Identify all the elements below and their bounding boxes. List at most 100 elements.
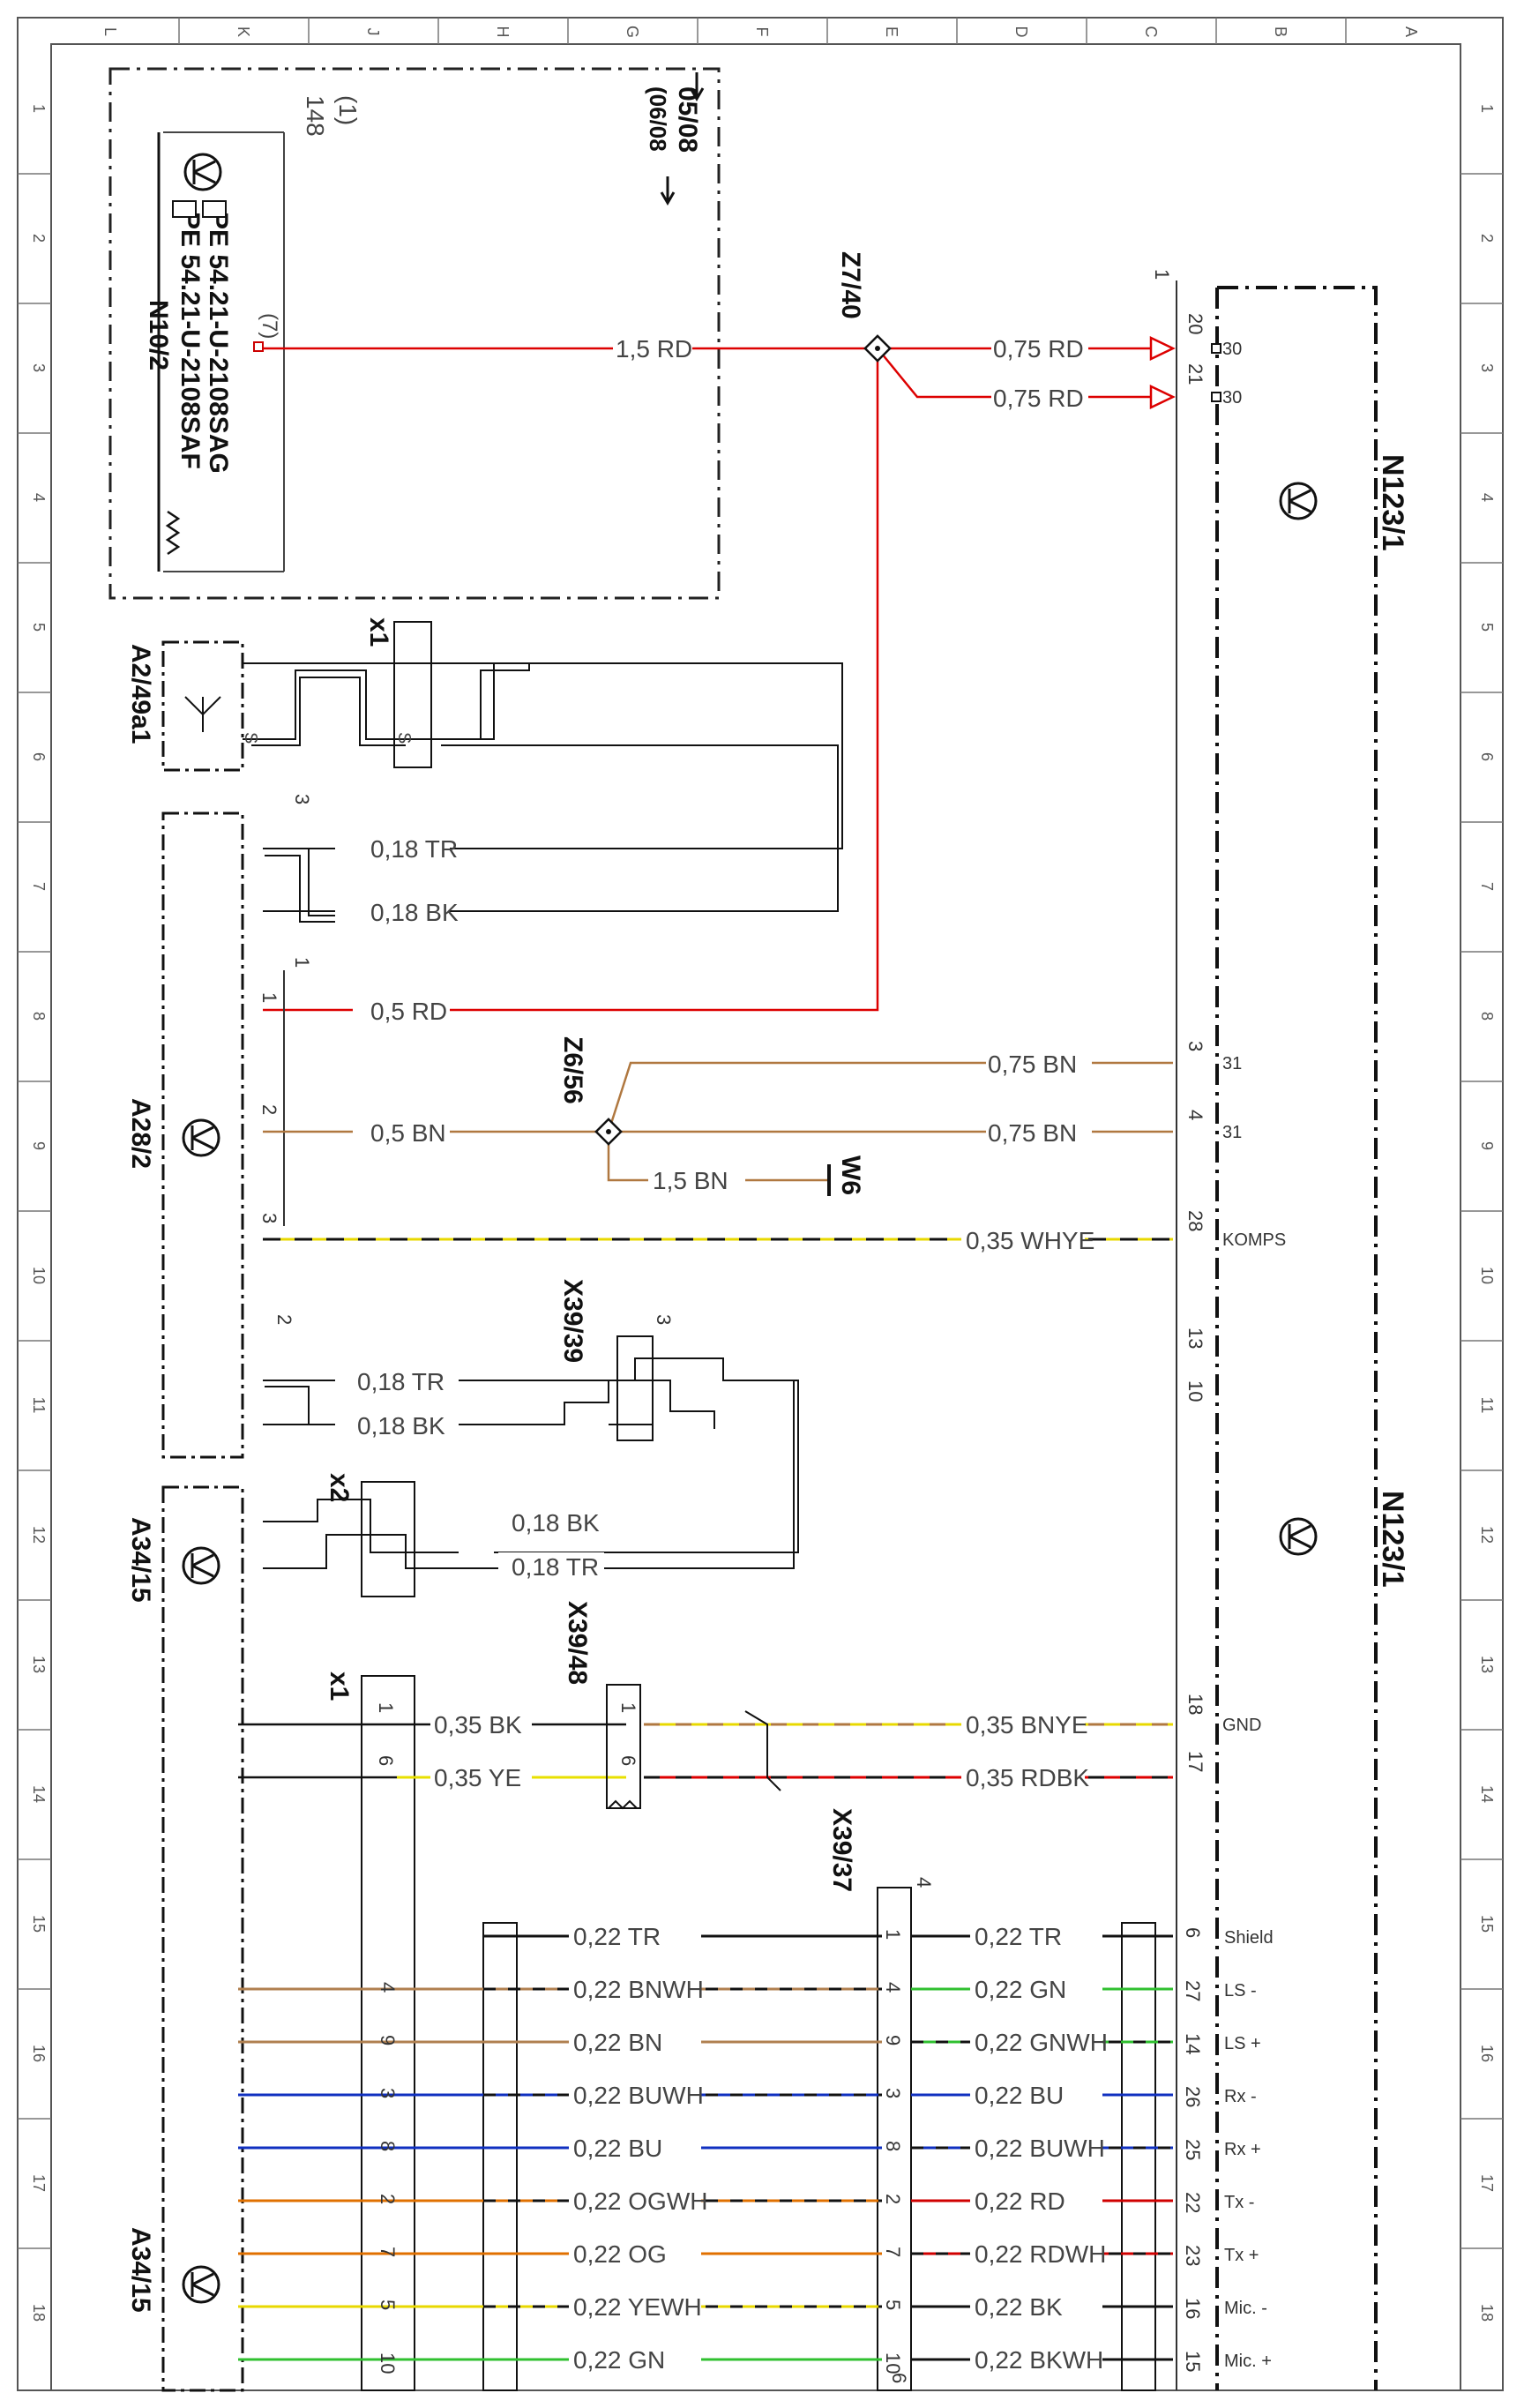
bus-label-right: 0,22 RDWH [975, 2240, 1106, 2268]
a28-pin-3: 3 [291, 794, 313, 804]
w6-label: W6 [836, 1155, 865, 1195]
row-number: 9 [1478, 1141, 1496, 1150]
bus-label-right: 0,22 BUWH [975, 2135, 1105, 2162]
top-ruler [178, 18, 1347, 44]
x39-37-bus-pin: 5 [882, 2300, 904, 2310]
x1-bus-pin: 4 [377, 1982, 399, 1993]
label-bg [569, 1921, 701, 1951]
z7-40-label: Z7/40 [836, 251, 865, 319]
a28-2-label: A28/2 [126, 1098, 155, 1169]
bus-label-left: 0,22 BU [573, 2135, 662, 2162]
bus-label-right: 0,22 BU [975, 2082, 1064, 2109]
label-bg [569, 1974, 701, 2004]
x1-bus-pin: 8 [377, 2141, 399, 2151]
row-number: 10 [1478, 1267, 1496, 1284]
wire-label-z6-3: 0,75 BN [988, 1051, 1077, 1078]
label-bg [335, 1410, 450, 1440]
n123-bus-pin: 6 [1182, 1927, 1204, 1938]
label-bg [335, 896, 450, 926]
x39-48-break-icon [608, 1799, 638, 1810]
wire-label-x2-bk: 0,18 BK [512, 1509, 600, 1537]
x39-37-pin-6: 6 [888, 2373, 910, 2383]
wire-label-n10-z7-fg: 1,5 RD [616, 335, 692, 363]
row-number: 12 [1478, 1526, 1496, 1544]
wire-label-x1-bk: 0,35 BK [434, 1711, 522, 1739]
n10-2-break-icon [165, 510, 181, 556]
x39-37-bus-pin: 8 [882, 2141, 904, 2151]
col-letter: K [235, 26, 252, 37]
x39-37-bus-pin: 2 [882, 2194, 904, 2204]
wire-label-a28-rd: 0,5 RD [370, 998, 447, 1025]
n123-bus-signal: LS + [1224, 2034, 1261, 2053]
n123-pin-28: 28 [1184, 1210, 1206, 1231]
row-number: 12 [30, 1526, 48, 1544]
row-number: 2 [30, 234, 48, 243]
book-icon [202, 200, 227, 218]
x1-top-label: x1 [364, 617, 393, 647]
n10-2-note1: PE 54.21-U-2108SAG [204, 212, 233, 474]
n10-2-date-to: (06/08 [645, 86, 671, 152]
x1-bus-pin: 2 [377, 2194, 399, 2204]
n123-signal-komps: KOMPS [1222, 1230, 1286, 1250]
book-icon [172, 200, 197, 218]
n123-1-ground-symbol-top [1279, 482, 1318, 520]
n123-signal-gnd: GND [1222, 1716, 1261, 1735]
n123-bus-pin: 26 [1182, 2086, 1204, 2107]
bus-label-left: 0,22 YEWH [573, 2293, 702, 2321]
a28-pin-2: 2 [273, 1314, 295, 1325]
wire-label-z6-w6: 1,5 BN [653, 1167, 728, 1194]
label-bg [970, 1974, 1102, 2004]
n123-bus-signal: Shield [1224, 1928, 1274, 1948]
row-number: 2 [1478, 234, 1496, 243]
row-number: 1 [30, 104, 48, 113]
label-bg [569, 2027, 701, 2057]
x39-39-pin-3: 3 [653, 1314, 675, 1325]
wire-label-a28-tr2: 0,18 TR [357, 1368, 444, 1395]
a28-pin-2b: 2 [258, 1104, 280, 1115]
label-bg [970, 2080, 1102, 2110]
x1-pin-1: 1 [375, 1702, 397, 1713]
shield-s: S [394, 732, 414, 744]
wire-label-komps: 0,35 WHYE [966, 1227, 1094, 1254]
row-number: 18 [30, 2304, 48, 2322]
x39-37-pin-4: 4 [913, 1877, 935, 1888]
x39-37-bus-pin: 4 [882, 1982, 904, 1993]
row-number: 9 [30, 1141, 48, 1150]
x1-bus-pin: 9 [377, 2035, 399, 2045]
row-number: 16 [30, 2045, 48, 2062]
x39-37-bus-pin: 7 [882, 2247, 904, 2257]
x1-bus-pin: 7 [377, 2247, 399, 2257]
row-number: 17 [1478, 2174, 1496, 2192]
coax-a2-x1 [243, 662, 843, 912]
bus-harness-right [1121, 1922, 1156, 2391]
row-number: 8 [1478, 1012, 1496, 1021]
n123-signal-31a: 31 [1222, 1054, 1242, 1073]
n123-pin-21: 21 [1184, 363, 1206, 385]
a28-pin-1: 1 [291, 957, 313, 968]
n123-bus-signal: Mic. - [1224, 2299, 1267, 2318]
x39-48-pin-6: 6 [617, 1755, 639, 1766]
x39-37-label: X39/37 [827, 1808, 856, 1892]
col-letter: J [364, 28, 382, 36]
a34-15-label-top: A34/15 [126, 1517, 155, 1603]
x1-pin-6: 6 [375, 1755, 397, 1766]
x1-bus-pin: 3 [377, 2088, 399, 2098]
x39-37-bus-pin: 9 [882, 2035, 904, 2045]
bus-label-right: 0,22 TR [975, 1923, 1062, 1950]
row-number: 10 [30, 1267, 48, 1284]
a28-2-boundary [161, 811, 244, 1459]
bus-label-left: 0,22 TR [573, 1923, 661, 1950]
col-letter: F [753, 27, 771, 37]
bus-label-right: 0,22 GNWH [975, 2029, 1108, 2056]
label-bg [353, 995, 450, 1025]
bus-label-right: 0,22 RD [975, 2187, 1065, 2215]
n10-2-pin-terminal [253, 341, 264, 352]
bus-label-left: 0,22 GN [573, 2346, 665, 2374]
label-bg [970, 2027, 1102, 2057]
row-number: 5 [30, 623, 48, 632]
wire-label-z7-20: 0,75 RD [993, 335, 1084, 363]
x1-bus-pin: 10 [377, 2352, 399, 2374]
row-number: 4 [30, 493, 48, 502]
side-ruler [18, 173, 1503, 2249]
